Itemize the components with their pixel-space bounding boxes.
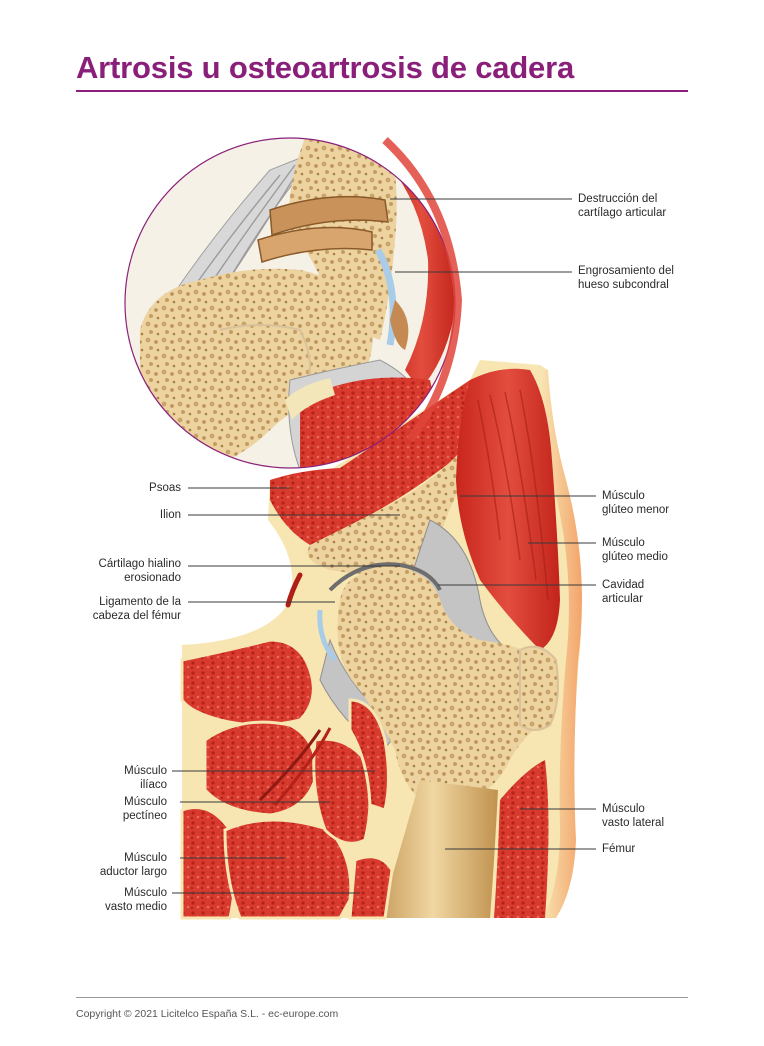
copyright-text: Copyright © 2021 Licitelco España S.L. -… [76, 1008, 339, 1020]
psoas-muscle [270, 380, 488, 545]
iliacus-muscle [180, 638, 315, 727]
gluteus-medius-muscle [456, 368, 560, 650]
label-musculo-vasto-medio: Músculo vasto medio [104, 887, 167, 913]
label-gluteo-menor: Músculo glúteo menor [602, 490, 670, 516]
label-ilion: Ilion [159, 509, 181, 521]
label-musculo-pectineo: Músculo pectíneo [122, 796, 167, 822]
label-engrosamiento-hueso: Engrosamiento del hueso subcondral [578, 265, 674, 291]
label-ligamento-cabeza-femur: Ligamento de la cabeza del fémur [92, 596, 181, 622]
label-psoas: Psoas [149, 482, 181, 494]
adductor-longus-muscle [223, 818, 353, 920]
ilium-bone [307, 368, 520, 579]
page-title: Artrosis u osteoartrosis de cadera [76, 50, 574, 85]
label-cartilago-hialino: Cártilago hialino erosionado [98, 558, 181, 584]
femur-shaft [380, 780, 498, 918]
label-femur: Fémur [602, 843, 636, 855]
label-musculo-iliaco: Músculo ilíaco [124, 765, 167, 791]
pectineus-muscle [203, 720, 318, 817]
label-vasto-lateral: Músculo vasto lateral [602, 803, 665, 829]
vastus-lateralis-muscle [494, 760, 549, 918]
label-destruccion-cartilago: Destrucción del cartílago articular [578, 193, 667, 219]
skin-edge [540, 370, 582, 918]
footer-divider [76, 997, 688, 998]
label-gluteo-medio: Músculo glúteo medio [602, 537, 668, 563]
label-musculo-aductor-largo: Músculo aductor largo [99, 852, 167, 878]
title-underline [76, 90, 688, 92]
label-cavidad-articular: Cavidad articular [602, 579, 645, 605]
vastus-medialis-muscle [348, 855, 394, 920]
femoral-head [337, 568, 553, 800]
